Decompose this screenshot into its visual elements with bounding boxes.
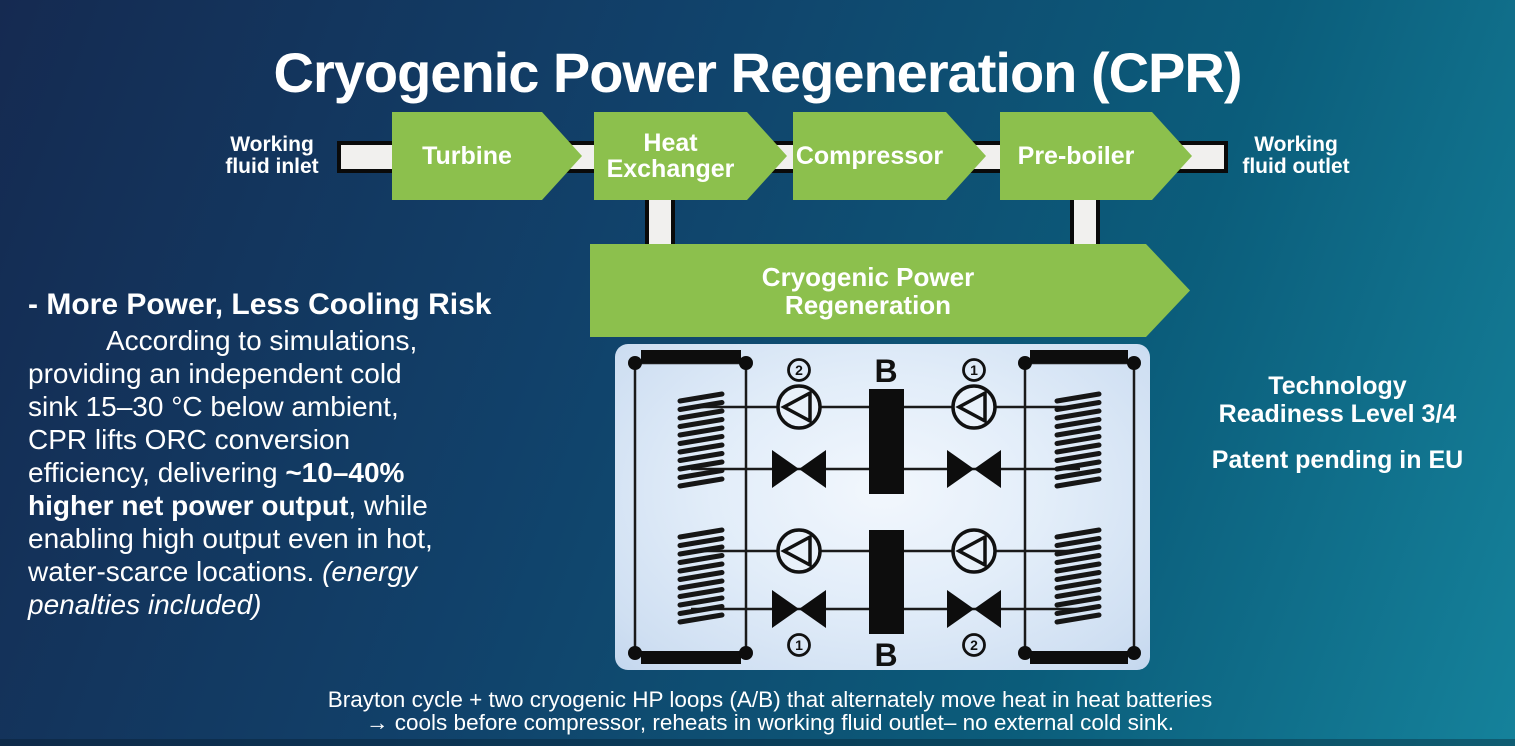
valve-icon <box>799 590 826 628</box>
page-title: Cryogenic Power Regeneration (CPR) <box>273 40 1243 104</box>
caption-line-1: Brayton cycle + two cryogenic HP loops (… <box>327 687 1213 712</box>
paragraph-line: According to simulations, <box>106 325 418 356</box>
battery-label: B <box>874 637 897 670</box>
coil-icon <box>677 527 725 625</box>
cpr-arrow-label: Cryogenic Power Regeneration <box>761 261 975 320</box>
stage-heat-exchanger: Heat Exchanger <box>594 112 787 200</box>
footnote-caption: Brayton cycle + two cryogenic HP loops (… <box>280 688 1260 734</box>
paragraph-line: penalties included) <box>28 589 262 620</box>
valve-icons <box>772 450 1001 628</box>
pump-icons <box>776 384 997 574</box>
coil-icon <box>677 391 725 489</box>
heat-battery-blocks <box>869 389 904 634</box>
trl-line-1: Technology <box>1268 372 1407 400</box>
benefits-heading: - More Power, Less Cooling Risk <box>28 288 492 321</box>
pump-number: 1 <box>970 362 978 378</box>
pump-number: 1 <box>795 637 803 653</box>
valve-icon <box>947 450 974 488</box>
valve-icon <box>947 590 974 628</box>
paragraph-line: enabling high output even in hot, <box>28 523 433 554</box>
valve-icon <box>974 450 1001 488</box>
stage-pre-boiler: Pre-boiler <box>1000 112 1192 200</box>
caption-line-2: → cools before compressor, reheats in wo… <box>366 710 1174 735</box>
paragraph-line: efficiency, delivering ~10–40% <box>28 457 405 488</box>
pre-boiler-down-pipe <box>1070 192 1100 252</box>
status-text-block: Technology Readiness Level 3/4 Patent pe… <box>1185 372 1490 474</box>
heat-battery-top <box>869 389 904 494</box>
loop-bars <box>628 350 1141 664</box>
working-fluid-inlet-label: Working fluid inlet <box>225 133 319 178</box>
valve-icon <box>772 450 799 488</box>
patent-status: Patent pending in EU <box>1211 446 1464 474</box>
heat-battery-bottom <box>869 530 904 634</box>
pump-icon <box>951 384 997 430</box>
schematic-labels: 2 1 B 1 2 B <box>787 353 986 670</box>
paragraph-line: water-scarce locations. (energy <box>28 556 418 587</box>
paragraph-line: sink 15–30 °C below ambient, <box>28 391 399 422</box>
valve-icon <box>974 590 1001 628</box>
coil-icon <box>1054 391 1102 489</box>
stage-compressor: Compressor <box>793 112 986 200</box>
valve-icon <box>772 590 799 628</box>
pump-icon <box>776 528 822 574</box>
paragraph-line: providing an independent cold <box>28 358 402 389</box>
benefits-paragraph: According to simulations,providing an in… <box>28 324 568 621</box>
paragraph-line: CPR lifts ORC conversion <box>28 424 351 455</box>
coil-icon <box>1054 527 1102 625</box>
cpr-schematic: 2 1 B 1 2 B <box>615 344 1150 670</box>
valve-icon <box>799 450 826 488</box>
schematic-svg: 2 1 B 1 2 B <box>628 350 1141 670</box>
battery-label: B <box>874 353 897 389</box>
heat-exchanger-down-pipe <box>645 192 675 252</box>
pump-number: 2 <box>795 362 803 378</box>
bottom-shade <box>0 739 1515 746</box>
trl-line-2: Readiness Level 3/4 <box>1218 400 1457 428</box>
stage-turbine: Turbine <box>392 112 582 200</box>
cpr-arrow: Cryogenic Power Regeneration <box>590 244 1190 337</box>
pump-number: 2 <box>970 637 978 653</box>
paragraph-line: higher net power output, while <box>28 490 428 521</box>
benefits-text-block: - More Power, Less Cooling Risk Accordin… <box>28 288 568 621</box>
working-fluid-outlet-label: Working fluid outlet <box>1242 133 1350 178</box>
pump-icon <box>951 528 997 574</box>
pump-icon <box>776 384 822 430</box>
coil-icons <box>677 391 1102 625</box>
